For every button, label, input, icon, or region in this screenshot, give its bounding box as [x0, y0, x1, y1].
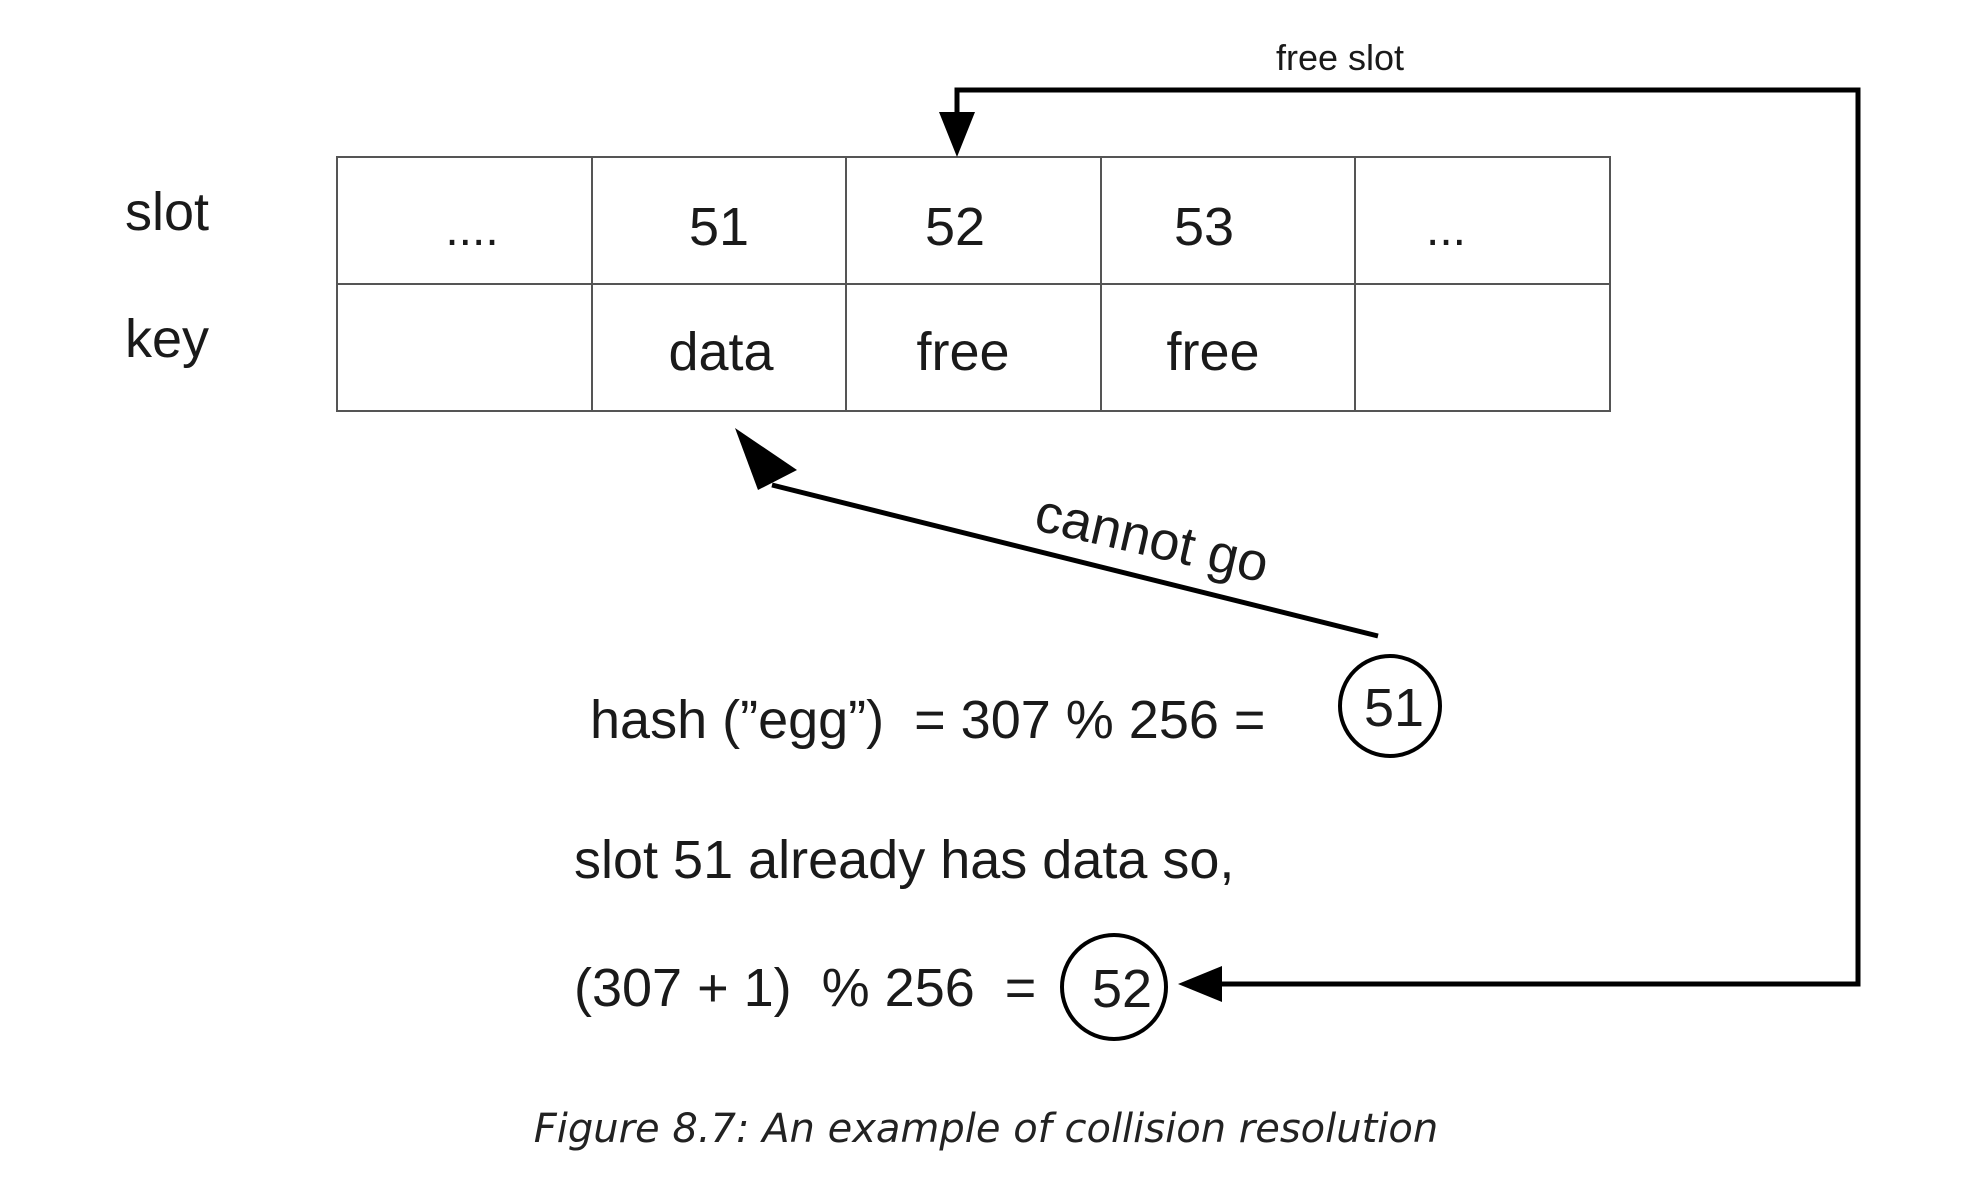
- cannot-go-arrow-path: [771, 482, 1379, 639]
- probe-result-circle: [1060, 933, 1168, 1041]
- slot-cell: ...: [1426, 203, 1466, 256]
- cannot-go-arrow: [735, 428, 1379, 639]
- free-slot-label: free slot: [1276, 37, 1404, 78]
- free-slot-arrow: [939, 87, 1861, 1002]
- probe-result-arrowhead: [1178, 966, 1222, 1002]
- free-slot-arrow-path: [954, 87, 1861, 987]
- key-cell: free: [1166, 322, 1259, 382]
- hash-result-circle: [1338, 654, 1442, 758]
- key-cell: free: [916, 322, 1009, 382]
- collision-note: slot 51 already has data so,: [574, 830, 1234, 890]
- slot-cell: 52: [925, 197, 985, 257]
- figure-caption: Figure 8.7: An example of collision reso…: [534, 1106, 1438, 1152]
- hash-result: 51: [1364, 678, 1424, 738]
- free-slot-arrowhead: [939, 112, 975, 157]
- slot-cell: 51: [689, 197, 749, 257]
- slot-cell: 53: [1174, 197, 1234, 257]
- hash-expression: hash (”egg”) = 307 % 256 =: [590, 690, 1265, 750]
- probe-expression: (307 + 1) % 256 =: [574, 958, 1036, 1018]
- key-cell: data: [668, 322, 774, 382]
- row-label-key: key: [125, 309, 209, 369]
- slot-cell: ....: [445, 203, 498, 256]
- row-label-slot: slot: [125, 182, 209, 242]
- hash-table: .... 51 52 53 ... data free free: [336, 156, 1611, 412]
- cannot-go-arrowhead: [735, 428, 797, 490]
- probe-result: 52: [1092, 959, 1152, 1019]
